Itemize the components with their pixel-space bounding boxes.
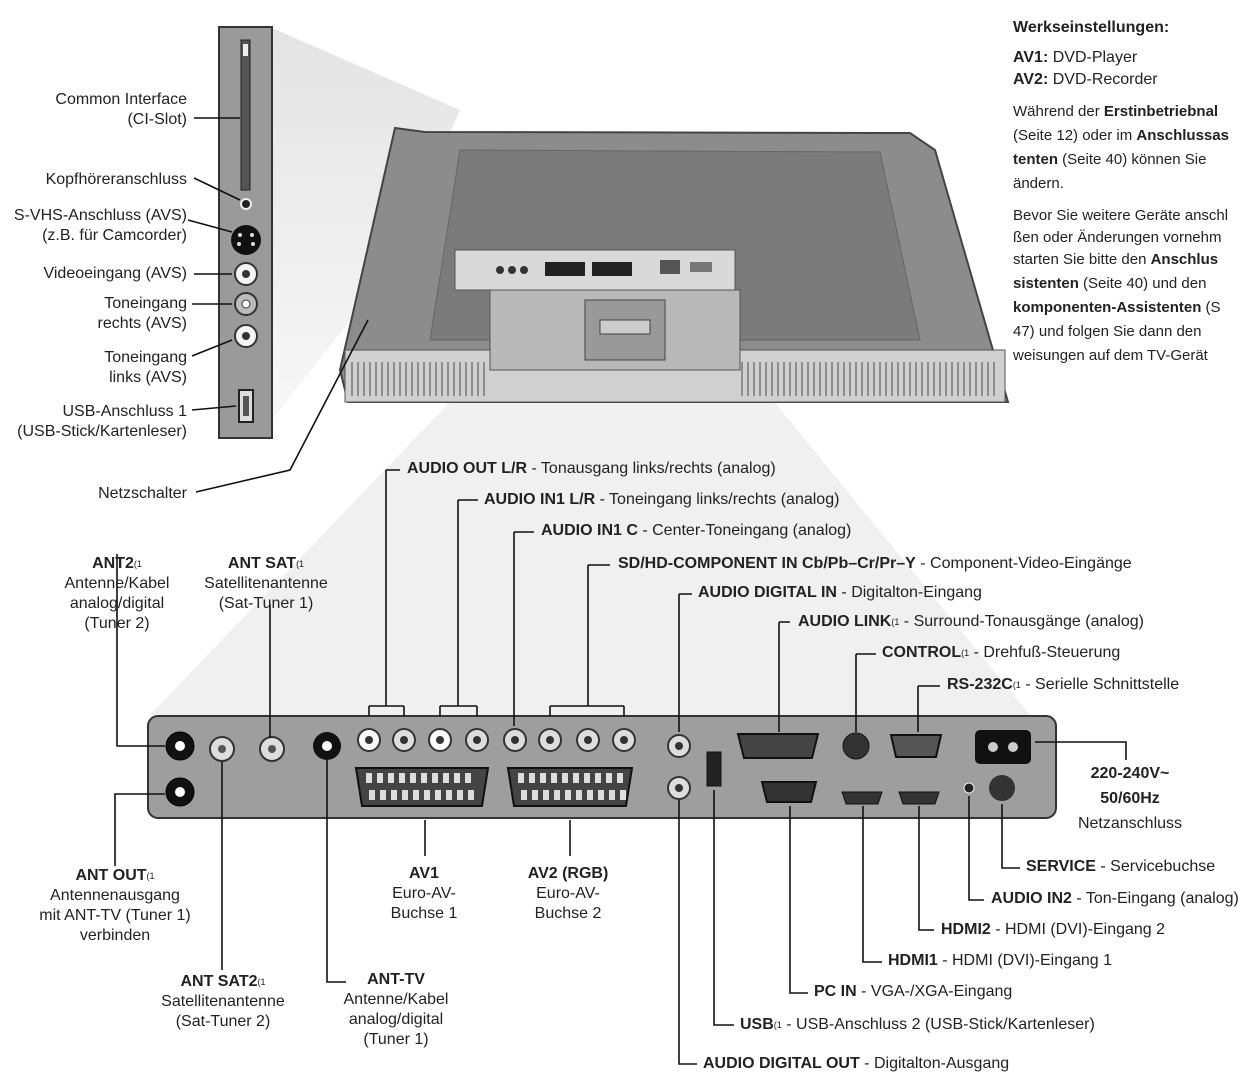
zoom-funnel-rear xyxy=(150,360,1030,715)
label-audio-in2: AUDIO IN2 - Ton-Eingang (analog) xyxy=(991,890,1239,907)
label-power-switch: Netzschalter xyxy=(98,485,187,502)
av1-value: DVD-Player xyxy=(1052,49,1138,66)
label-audio-in1-lr: AUDIO IN1 L/R - Toneingang links/rechts … xyxy=(484,491,840,508)
leader-lines xyxy=(114,117,1127,1065)
label-av2: AV2 (RGB)Euro-AV-Buchse 2 xyxy=(527,865,609,922)
label-audio-digital-in: AUDIO DIGITAL IN - Digitalton-Eingang xyxy=(698,584,982,601)
av2-key: AV2: xyxy=(1013,71,1049,88)
settings-title: Werkseinstellungen: xyxy=(1013,19,1170,36)
zoom-funnel-side xyxy=(272,28,460,420)
av1-key: AV1: xyxy=(1013,49,1049,66)
av2-value: DVD-Recorder xyxy=(1052,71,1158,88)
settings-p2-l5: komponenten-Assistenten (S xyxy=(1013,299,1221,316)
label-audio-link: AUDIO LINK(1 - Surround-Tonausgänge (ana… xyxy=(798,613,1144,630)
rear-connector-panel xyxy=(147,715,1057,819)
settings-p2-l3: starten Sie bitte den Anschlus xyxy=(1013,251,1219,268)
side-panel xyxy=(218,26,273,439)
tv-vent-grille xyxy=(351,362,995,396)
settings-av1: AV1: DVD-Player xyxy=(1013,48,1137,68)
label-audio-out: AUDIO OUT L/R - Tonausgang links/rechts … xyxy=(407,460,776,477)
tv-rear xyxy=(338,126,1010,403)
settings-p2-l1: Bevor Sie weitere Geräte anschl xyxy=(1013,207,1229,224)
settings-p2-l4: sistenten (Seite 40) und den xyxy=(1013,275,1207,292)
label-headphone: Kopfhöreranschluss xyxy=(45,171,187,188)
settings-p1-l3: tenten (Seite 40) können Sie xyxy=(1013,151,1207,168)
label-audio-in1-c: AUDIO IN1 C - Center-Toneingang (analog) xyxy=(541,522,852,539)
label-hdmi2: HDMI2 - HDMI (DVI)-Eingang 2 xyxy=(941,921,1166,938)
label-hdmi1: HDMI1 - HDMI (DVI)-Eingang 1 xyxy=(888,952,1113,969)
settings-p2-l2: ßen oder Änderungen vornehm xyxy=(1013,229,1222,246)
label-audio-digital-out: AUDIO DIGITAL OUT - Digitalton-Ausgang xyxy=(703,1055,1010,1072)
label-video-in: Videoeingang (AVS) xyxy=(43,265,187,282)
label-usb2: USB(1 - USB-Anschluss 2 (USB-Stick/Karte… xyxy=(740,1016,1095,1033)
settings-p1-l2: (Seite 12) oder im Anschlussas xyxy=(1013,127,1229,144)
settings-p1-l4: ändern. xyxy=(1013,175,1064,192)
label-rs232c: RS-232C(1 - Serielle Schnittstelle xyxy=(947,676,1180,693)
label-usb1: USB-Anschluss 1(USB-Stick/Kartenleser) xyxy=(17,403,187,440)
label-pc-in: PC IN - VGA-/XGA-Eingang xyxy=(814,983,1013,1000)
label-svhs: S-VHS-Anschluss (AVS)(z.B. für Camcorder… xyxy=(13,207,187,244)
settings-p2-l6: 47) und folgen Sie dann den xyxy=(1013,323,1202,340)
settings-p2-l7: weisungen auf dem TV-Gerät xyxy=(1013,347,1208,364)
label-control: CONTROL(1 - Drehfuß-Steuerung xyxy=(882,644,1121,661)
label-ci-slot: Common Interface(CI-Slot) xyxy=(55,91,187,128)
label-service: SERVICE - Servicebuchse xyxy=(1026,858,1216,875)
label-component: SD/HD-COMPONENT IN Cb/Pb–Cr/Pr–Y - Compo… xyxy=(618,555,1132,572)
settings-av2: AV2: DVD-Recorder xyxy=(1013,70,1158,90)
settings-p1-l1: Während der Erstinbetriebnal xyxy=(1013,103,1219,120)
